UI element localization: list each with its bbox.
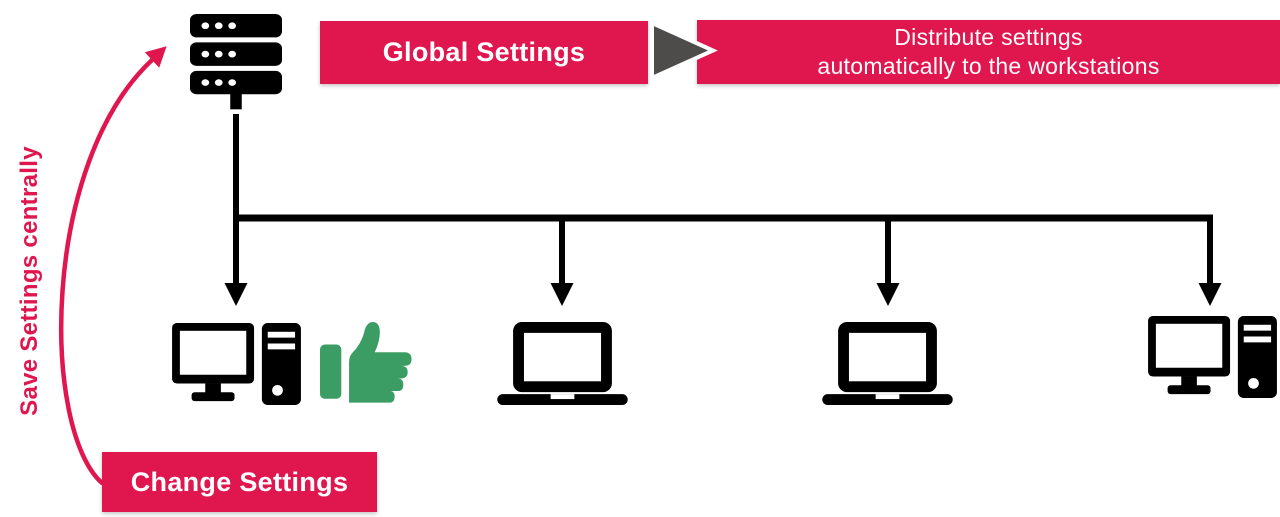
change-settings-label: Change Settings: [130, 466, 349, 497]
global-settings-box: Global Settings: [320, 21, 648, 84]
arrow-down-icon: [224, 283, 248, 306]
curved-arrow-icon: [58, 46, 167, 486]
distribute-settings-line2: automatically to the workstations: [817, 53, 1160, 79]
thumbs-up-icon: [320, 322, 412, 403]
network-tree-lines: [224, 114, 1222, 306]
desktop-computer-icon: [1148, 316, 1277, 398]
arrow-down-icon: [1198, 283, 1222, 306]
desktop-computer-icon: [172, 323, 301, 405]
server-icon: [190, 14, 282, 110]
arrow-down-icon: [876, 283, 900, 306]
global-settings-label: Global Settings: [382, 37, 586, 67]
distribute-settings-line1: Distribute settings: [894, 24, 1083, 50]
distribute-settings-box: Distribute settings automatically to the…: [697, 20, 1280, 84]
save-settings-centrally-label: Save Settings centrally: [16, 146, 43, 416]
change-settings-box: Change Settings: [102, 452, 377, 512]
arrow-down-icon: [550, 283, 574, 306]
laptop-icon: [822, 322, 953, 405]
laptop-icon: [497, 322, 628, 405]
